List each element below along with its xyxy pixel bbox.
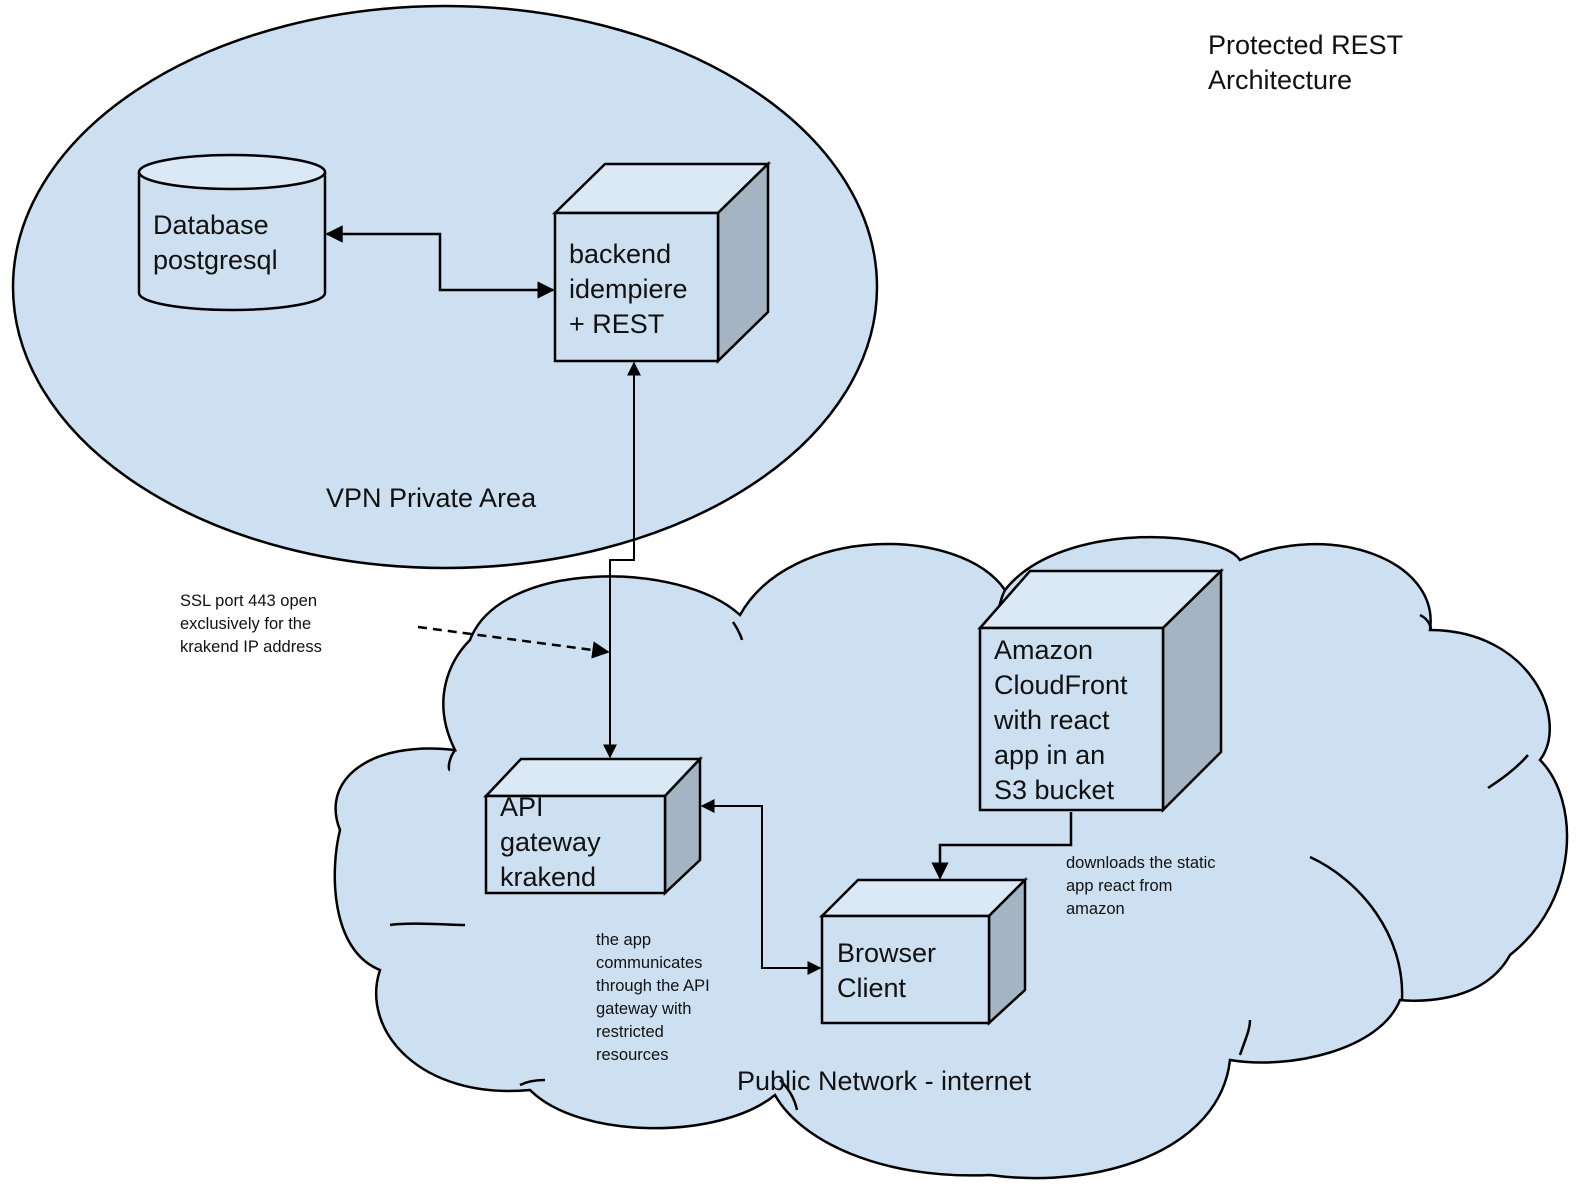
database-label-line: Database [153,210,269,240]
backend-gateway-connector [603,361,641,759]
app-communication-line: through the API [596,977,710,995]
cloudfront-label-line: CloudFront [994,670,1128,700]
browser-client-label-line: Client [837,973,907,1003]
backend-label: backend idempiere + REST [569,237,688,342]
api-gateway-label: API gateway krakend [500,790,601,895]
ssl-annotation-line: SSL port 443 open [180,592,317,610]
diagram-title: Protected REST Architecture [1208,28,1403,98]
api-gateway-label-line: krakend [500,862,597,892]
database-label: Database postgresql [153,208,278,278]
gateway-browser-connector [700,799,822,975]
database-cylinder [137,153,327,312]
cloudfront-label: Amazon CloudFront with react app in an S… [994,633,1128,808]
api-gateway-label-line: gateway [500,827,601,857]
cloudfront-label-line: S3 bucket [994,775,1115,805]
title-line: Architecture [1208,65,1353,95]
browser-client-cube [818,876,1029,1026]
cloudfront-label-line: with react [994,705,1110,735]
ssl-annotation-line: exclusively for the [180,615,312,633]
database-label-line: postgresql [153,245,278,275]
title-line: Protected REST [1208,30,1404,60]
vpn-region-label: VPN Private Area [326,483,537,513]
backend-label-line: idempiere [569,274,688,304]
browser-client-label-line: Browser [837,938,937,968]
ssl-annotation: SSL port 443 open exclusively for the kr… [180,590,322,659]
backend-label-line: + REST [569,309,665,339]
backend-cube [551,161,772,364]
downloads-annotation-line: app react from [1066,877,1173,895]
api-gateway-label-line: API [500,792,544,822]
ssl-annotation-line: krakend IP address [180,638,322,656]
ssl-dashed-pointer [417,625,610,659]
cloudfront-browser-connector [931,812,1073,880]
cloudfront-cube [977,568,1225,814]
app-communication-line: restricted [596,1023,664,1041]
public-network-region-label: Public Network - internet [737,1066,1032,1096]
app-communication-line: gateway with [596,1000,692,1018]
public-network-cloud-region [333,535,1569,1180]
app-communication-line: the app [596,931,652,949]
api-gateway-cube [483,755,703,896]
browser-client-label: Browser Client [837,936,936,1006]
downloads-annotation: downloads the static app react from amaz… [1066,852,1216,921]
app-communication-line: communicates [596,954,703,972]
cloudfront-label-line: app in an [994,740,1106,770]
backend-label-line: backend [569,239,672,269]
db-backend-connector [325,225,555,299]
app-communication-annotation: the app communicates through the API gat… [596,929,710,1067]
downloads-annotation-line: downloads the static [1066,854,1216,872]
downloads-annotation-line: amazon [1066,900,1125,918]
cloudfront-label-line: Amazon [994,635,1094,665]
app-communication-line: resources [596,1046,669,1064]
